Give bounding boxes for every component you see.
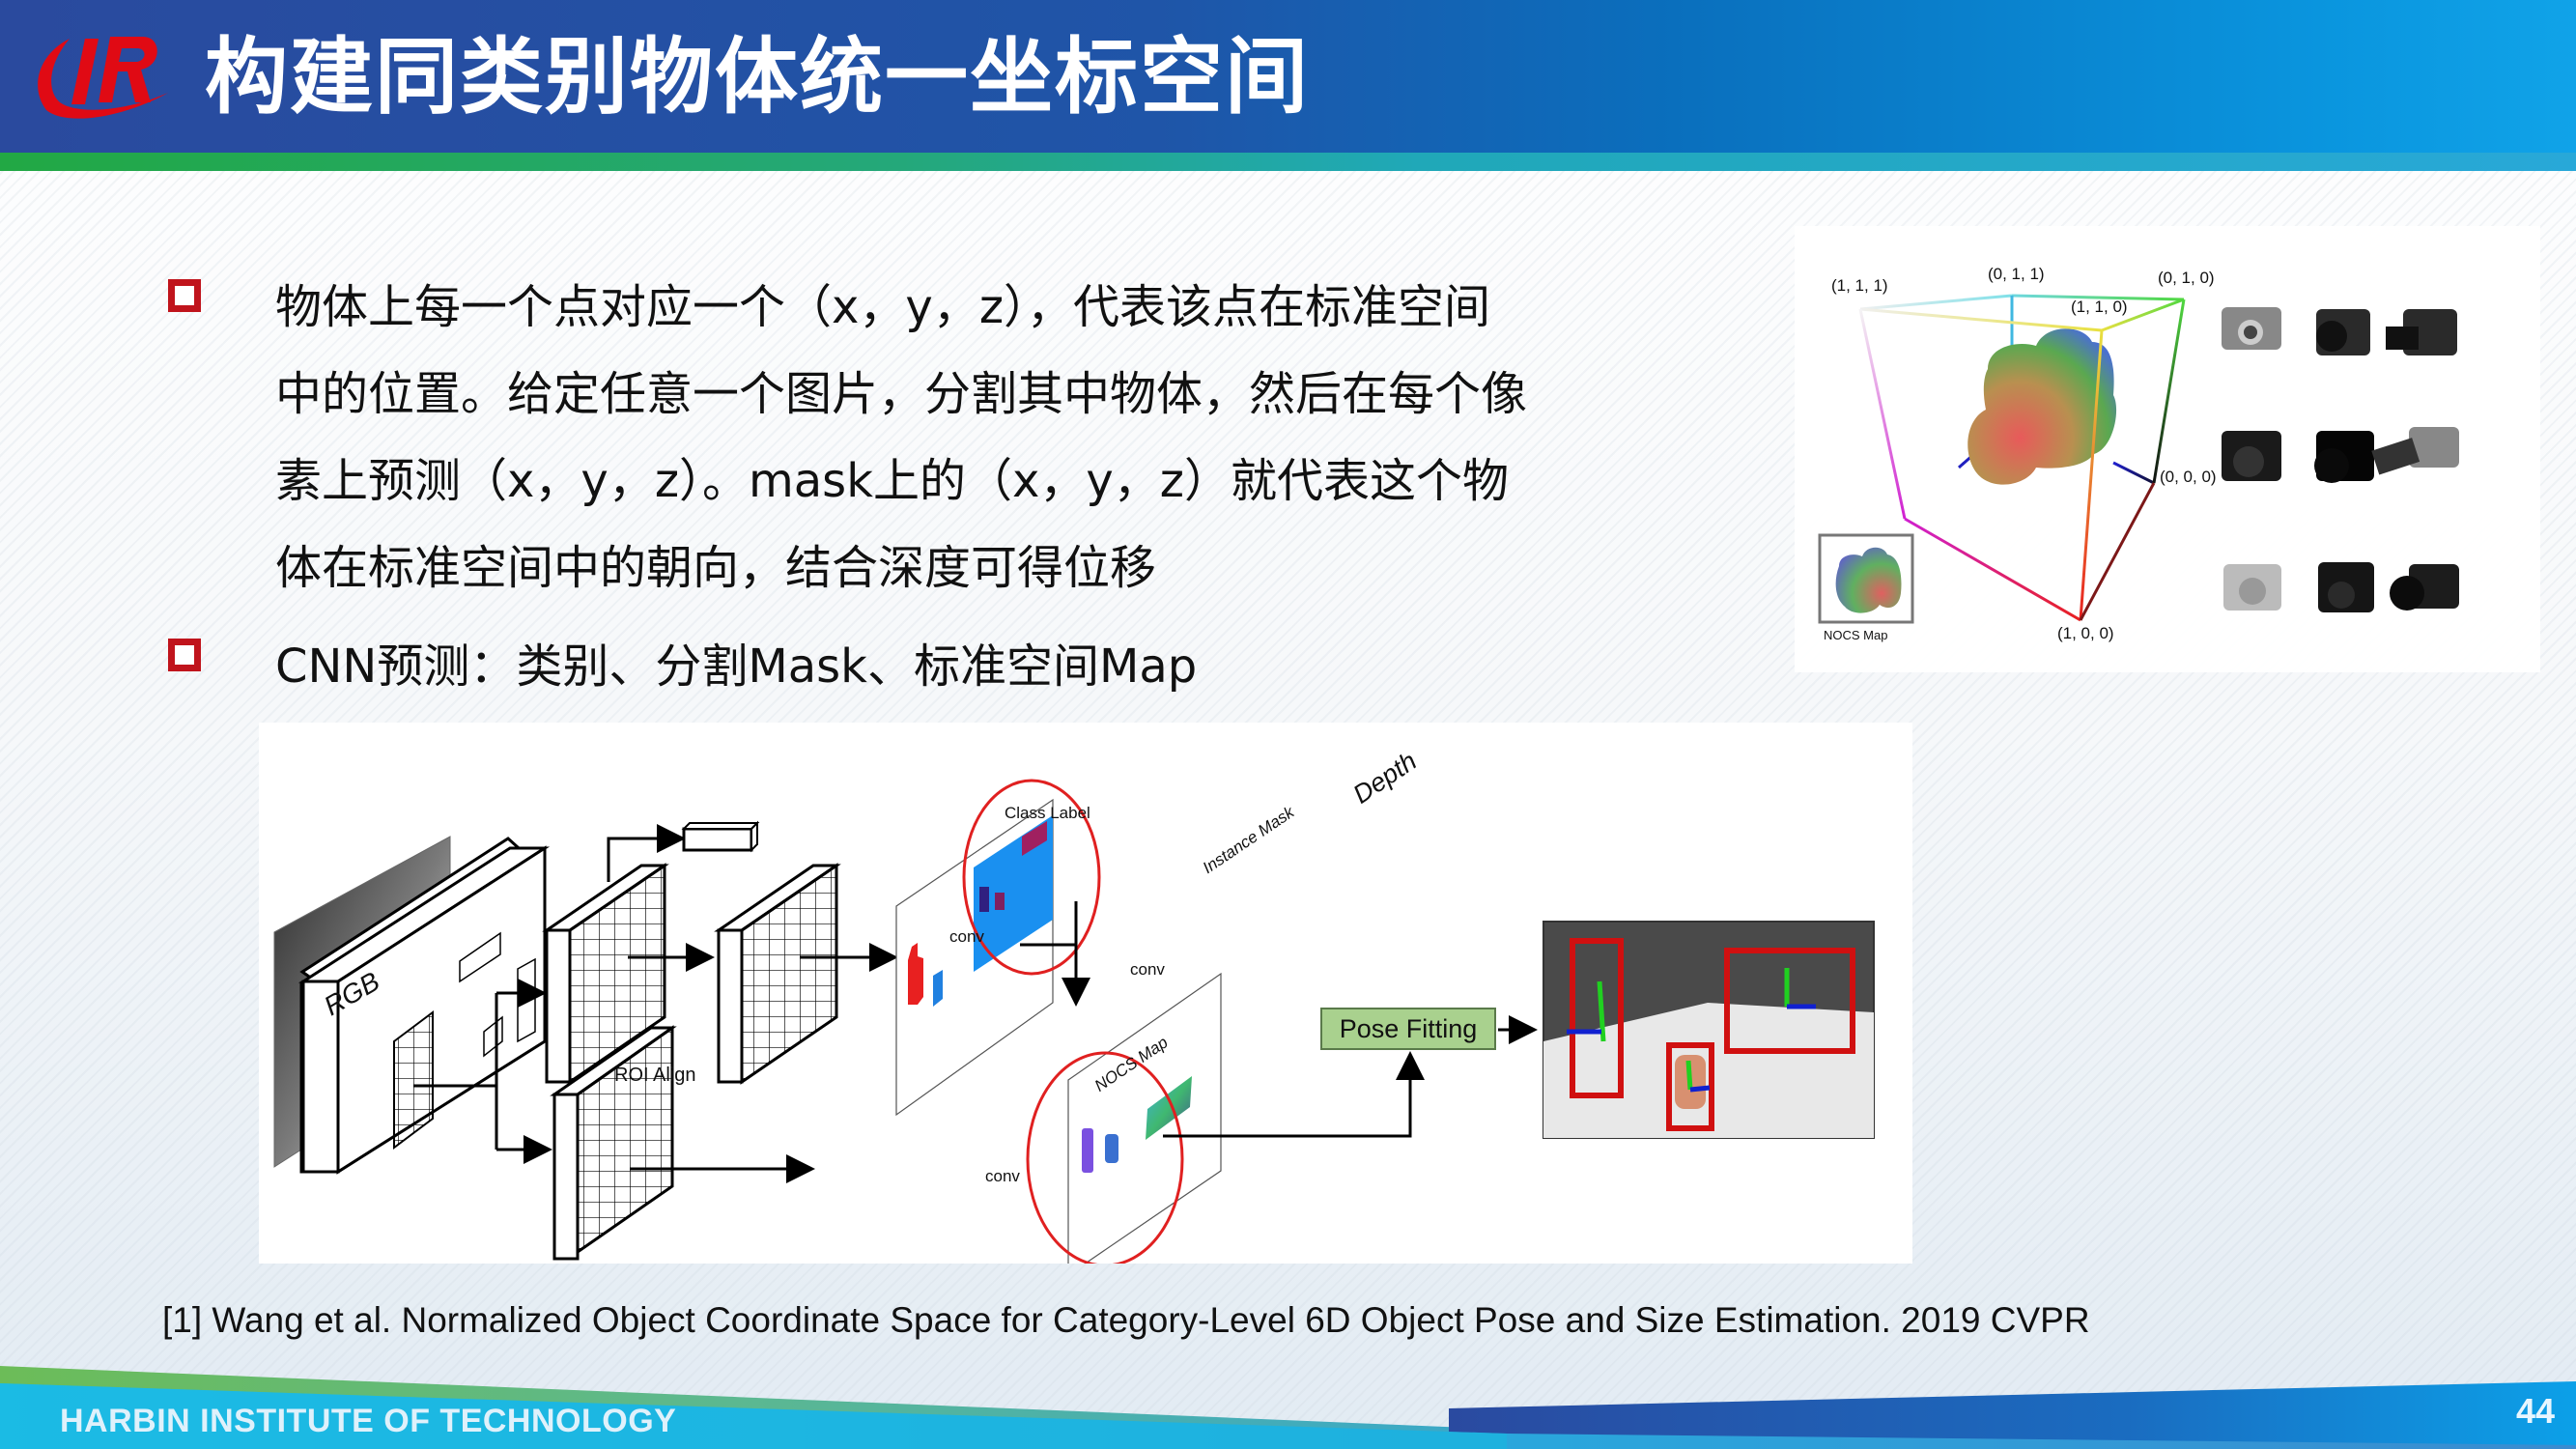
conv-label-1: conv [949,927,984,946]
nocs-figure: (1, 1, 1) (0, 1, 1) (0, 1, 0) (1, 1, 0) … [1795,226,2540,672]
roi-align-label: ROI Align [614,1065,696,1086]
bullet-marker [168,279,201,312]
bullet-1-line-1: 物体上每一个点对应一个（x，y，z），代表该点在标准空间 [275,280,1491,334]
institution-name: HARBIN INSTITUTE OF TECHNOLOGY [60,1403,677,1439]
nocs-map-inset-label: NOCS Map [1824,628,1888,642]
corner-label-110: (1, 1, 0) [2071,298,2128,316]
title-accent-stripe [0,153,2576,171]
reference-citation: [1] Wang et al. Normalized Object Coordi… [162,1300,2090,1340]
bullet-1-line-2: 中的位置。给定任意一个图片，分割其中物体，然后在每个像 [275,367,1528,421]
corner-label-010: (0, 1, 0) [2158,269,2215,287]
bullet-1-line-3: 素上预测（x，y，z）。mask上的（x，y，z）就代表这个物 [275,454,1509,508]
nocs-cube-diagram [1818,294,2459,624]
camera-thumbnails [2222,307,2459,612]
conv-label-2: conv [1130,960,1165,979]
title-bar [0,0,2576,155]
bullet-2-line-1: CNN预测：类别、分割Mask、标准空间Map [275,639,1198,694]
nocs-pipeline-diagram: RGB ROI Align Class Label conv conv conv… [259,723,1912,1264]
page-title: 构建同类别物体统一坐标空间 [205,29,1310,126]
footer-band [0,1366,2576,1449]
class-label-text: Class Label [1005,804,1090,822]
pose-fitting-box: Pose Fitting [1320,1008,1496,1050]
university-logo-icon [38,37,168,119]
conv-label-3: conv [985,1167,1020,1185]
page-number: 44 [2516,1391,2556,1431]
pipeline-figure [273,779,1875,1264]
corner-label-011: (0, 1, 1) [1988,265,2045,283]
corner-label-100: (1, 0, 0) [2057,624,2114,642]
bullet-marker [168,639,201,671]
bullet-1-line-4: 体在标准空间中的朝向，结合深度可得位移 [275,541,1157,595]
corner-label-111: (1, 1, 1) [1831,276,1888,295]
corner-label-000: (0, 0, 0) [2160,468,2217,486]
